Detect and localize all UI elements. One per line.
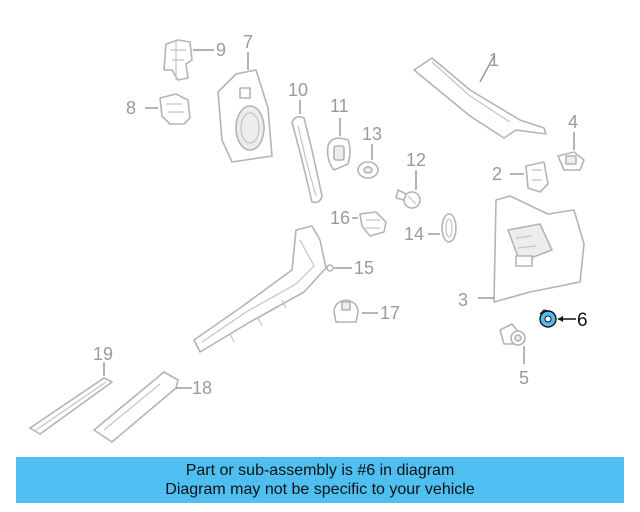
banner-line-1: Part or sub-assembly is #6 in diagram: [185, 462, 455, 479]
part-3-kick-panel[interactable]: 3: [458, 195, 585, 310]
part-7-pillar-trim[interactable]: 7: [217, 32, 273, 163]
callout-3: 3: [458, 290, 468, 310]
exploded-parts-diagram: 9 8 7 10 11 13: [29, 32, 588, 443]
part-16-clip[interactable]: 16: [330, 208, 387, 237]
callout-13: 13: [362, 124, 382, 144]
callout-14: 14: [404, 224, 424, 244]
callout-6: 6: [577, 310, 588, 331]
callout-17: 17: [380, 303, 400, 323]
callout-19: 19: [93, 344, 113, 364]
part-10-weatherstrip[interactable]: 10: [288, 80, 323, 204]
callout-11: 11: [330, 96, 349, 116]
part-2-bracket[interactable]: 2: [492, 161, 549, 193]
banner-line-2: Diagram may not be specific to your vehi…: [165, 481, 475, 498]
part-8-clip[interactable]: 8: [126, 93, 191, 125]
callout-4: 4: [568, 112, 578, 132]
part-18-scuff-plate[interactable]: 18: [93, 371, 212, 443]
part-5-push-pin[interactable]: 5: [499, 323, 529, 388]
part-4-retainer[interactable]: 4: [557, 112, 585, 171]
part-9-bracket[interactable]: 9: [163, 39, 226, 81]
callout-7: 7: [243, 32, 253, 52]
info-banner: Part or sub-assembly is #6 in diagram Di…: [16, 457, 624, 503]
part-11-cover[interactable]: 11: [326, 96, 351, 171]
callout-8: 8: [126, 98, 136, 118]
callout-15: 15: [354, 258, 374, 278]
part-19-strip[interactable]: 19: [29, 344, 113, 435]
part-6-clip-highlighted[interactable]: 6: [539, 309, 588, 331]
part-1-pillar-trim[interactable]: 1: [413, 50, 547, 139]
callout-5: 5: [519, 368, 529, 388]
part-17-push-nut[interactable]: 17: [333, 299, 400, 323]
callout-10: 10: [288, 80, 308, 100]
callout-16: 16: [330, 208, 350, 228]
callout-12: 12: [406, 150, 426, 170]
part-14-plug[interactable]: 14: [404, 213, 457, 244]
callout-2: 2: [492, 164, 502, 184]
callout-1: 1: [489, 50, 499, 70]
part-12-screw[interactable]: 12: [395, 150, 426, 209]
part-13-grommet[interactable]: 13: [357, 124, 382, 179]
callout-9: 9: [216, 40, 226, 60]
part-15-sill-plate[interactable]: 15: [193, 225, 374, 353]
callout-18: 18: [192, 378, 212, 398]
